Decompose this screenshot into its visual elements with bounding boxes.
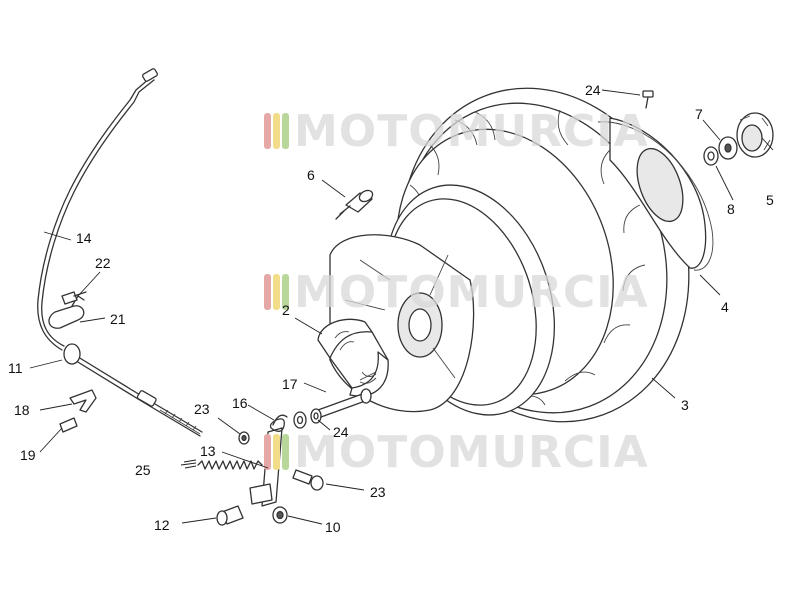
watermark-stripe-green [282, 434, 289, 470]
callout-7: 7 [695, 106, 703, 122]
callout-24: 24 [333, 424, 349, 440]
nut-small [238, 431, 250, 445]
brake-cable [37, 68, 203, 437]
bracket-screw [59, 417, 78, 433]
watermark-stripe-yellow [273, 274, 280, 310]
watermark-stripe-green [282, 274, 289, 310]
callout-21: 22 [95, 255, 111, 271]
callout-5: 5 [766, 192, 774, 208]
hub-cover-plate [597, 117, 714, 271]
callout-18: 18 [14, 402, 30, 418]
washer [703, 146, 719, 166]
callout-22: 23 [370, 484, 386, 500]
hub-cap [736, 112, 774, 158]
clamp-screw [61, 291, 87, 305]
callout-16: 16 [232, 395, 248, 411]
callout-9: 24 [585, 82, 601, 98]
axle-nut [718, 136, 738, 160]
watermark-logo-top: MOTOMURCIA [264, 106, 649, 157]
watermark-logo-middle: MOTOMURCIA [264, 267, 649, 318]
watermark-logo-bottom: MOTOMURCIA [264, 427, 649, 478]
callout-14: 14 [76, 230, 92, 246]
brake-spring [197, 460, 263, 470]
callout-4: 4 [721, 299, 729, 315]
callout-11: 11 [8, 360, 23, 376]
watermark-stripe-yellow [273, 113, 280, 149]
screw [642, 90, 654, 109]
callout-3: 3 [681, 397, 689, 413]
callout-2: 2 [282, 302, 290, 318]
callout-6: 6 [307, 167, 315, 183]
watermark-stripe-red [264, 434, 271, 470]
leader-lines [29, 89, 774, 525]
return-spring-small [269, 418, 285, 432]
callout-23: 23 [194, 401, 210, 417]
callout-8: 8 [727, 201, 735, 217]
cam-washers [293, 408, 322, 429]
rim [329, 184, 556, 416]
watermark-stripe-green [282, 113, 289, 149]
brake-cam-shaft [317, 388, 372, 418]
callout-19: 19 [20, 447, 36, 463]
watermark-stripe-red [264, 113, 271, 149]
callout-10: 10 [325, 519, 341, 535]
callout-25: 25 [135, 462, 151, 478]
watermark-text: MOTOMURCIA [294, 267, 649, 318]
adjuster-nut [272, 506, 288, 524]
callout-labels: 24 7 5 8 4 3 6 2 17 16 23 24 13 25 23 10… [8, 82, 774, 535]
callout-13: 13 [200, 443, 216, 459]
watermark-stripe-red [264, 274, 271, 310]
callout-12: 12 [154, 517, 170, 533]
watermark-text: MOTOMURCIA [294, 106, 649, 157]
tire-valve [335, 189, 374, 220]
watermark-text: MOTOMURCIA [294, 427, 649, 478]
callout-20: 21 [110, 311, 126, 327]
cable-bracket [69, 389, 97, 413]
pivot-pin [216, 505, 244, 526]
lever-bolt [292, 469, 324, 491]
callout-17: 17 [282, 376, 298, 392]
watermark-stripe-yellow [273, 434, 280, 470]
brake-shoes [317, 318, 389, 397]
